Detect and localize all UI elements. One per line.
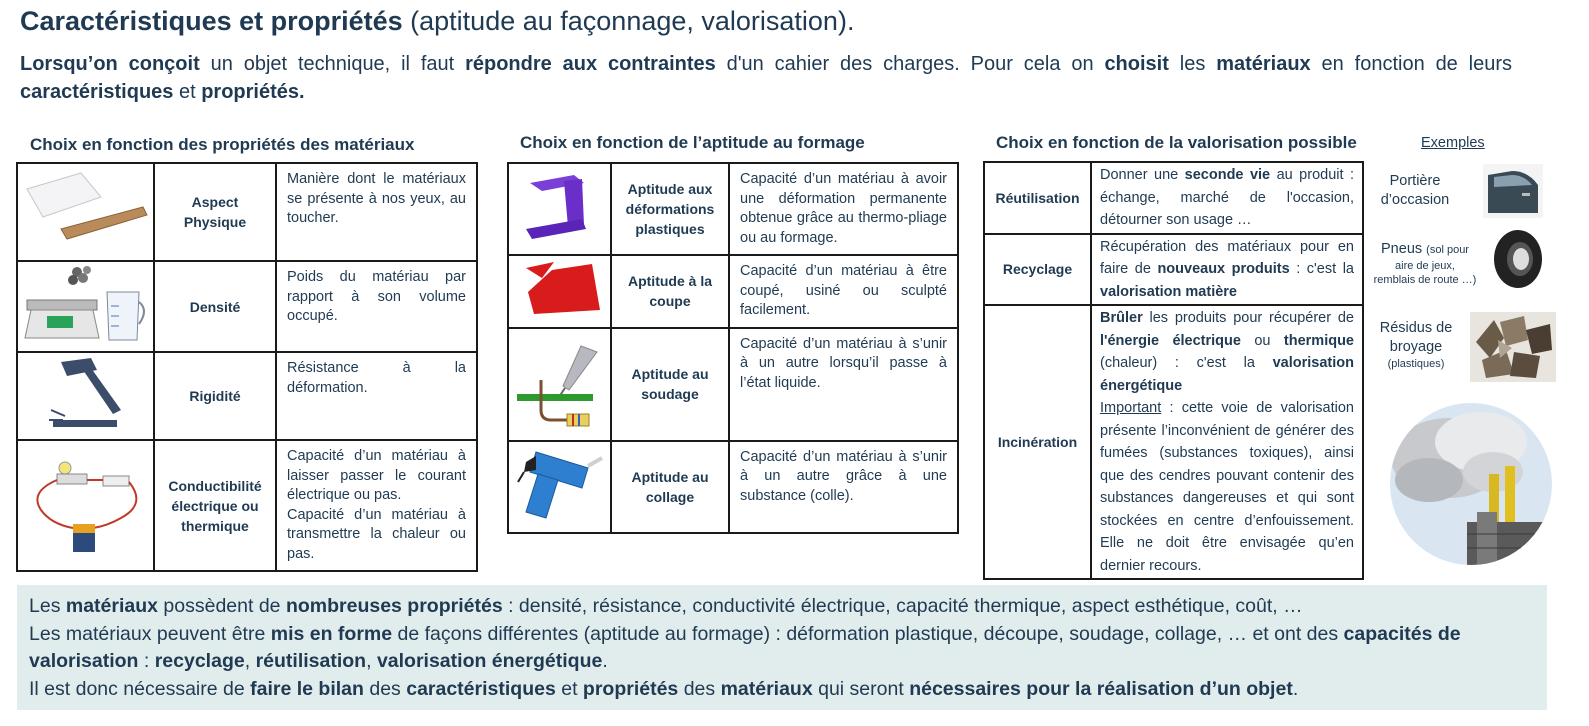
table-row: Conductibilité électrique ou thermique C… bbox=[16, 439, 478, 572]
row-description: Capacité d’un matériau à laisser passer … bbox=[275, 439, 478, 572]
summary-box: Les matériaux possèdent de nombreuses pr… bbox=[17, 585, 1547, 710]
row-description: Donner une seconde vie au produit : écha… bbox=[1090, 161, 1364, 235]
table-row: Aptitude aux déformations plastiques Cap… bbox=[507, 162, 959, 256]
row-label: Réutilisation bbox=[983, 161, 1092, 235]
table-row: Aptitude au soudage Capacité d’un matéri… bbox=[507, 326, 959, 442]
summary-line: Il est donc nécessaire de faire le bilan… bbox=[29, 677, 1299, 700]
row-label: Rigidité bbox=[153, 351, 277, 441]
tire-icon bbox=[1490, 228, 1546, 295]
forming-table: Aptitude aux déformations plastiques Cap… bbox=[507, 162, 959, 534]
properties-title: Choix en fonction des propriétés des mat… bbox=[30, 135, 415, 154]
soldering-icon bbox=[507, 326, 612, 442]
circuit-icon bbox=[16, 439, 155, 572]
row-description: Récupération des matériaux pour en faire… bbox=[1090, 232, 1364, 306]
incinerator-smoke-icon bbox=[1389, 402, 1553, 571]
row-label: Aptitude à la coupe bbox=[610, 254, 730, 329]
car-door-icon bbox=[1482, 163, 1544, 224]
table-row: Rigidité Résistance à la déformation. bbox=[16, 351, 478, 441]
table-row: Aspect Physique Manière dont le matériau… bbox=[16, 162, 478, 262]
summary-line: Les matériaux possèdent de nombreuses pr… bbox=[29, 595, 1303, 617]
row-label: Aptitude au collage bbox=[610, 439, 730, 534]
row-description: Capacité d’un matériau à être coupé, usi… bbox=[728, 254, 959, 329]
row-description: Manière dont le matériaux se présente à … bbox=[275, 162, 478, 262]
table-row: Incinération Brûler les produits pour ré… bbox=[983, 304, 1364, 580]
row-description: Poids du matériau par rapport à son volu… bbox=[275, 260, 478, 353]
row-description: Brûler les produits pour récupérer de l'… bbox=[1090, 304, 1364, 580]
row-description: Capacité d’un matériau à s’unir à un aut… bbox=[728, 439, 959, 534]
intro-paragraph: Lorsqu’on conçoit un objet technique, il… bbox=[20, 53, 1513, 103]
page-title: Caractéristiques et propriétés (aptitude… bbox=[20, 6, 855, 36]
cut-piece-icon bbox=[507, 254, 612, 329]
material-samples-icon bbox=[16, 162, 155, 262]
row-label: Incinération bbox=[983, 304, 1092, 580]
row-label: Aptitude au soudage bbox=[610, 326, 730, 442]
glue-gun-icon bbox=[507, 439, 612, 534]
table-row: Recyclage Récupération des matériaux pou… bbox=[983, 232, 1364, 306]
shredded-residue-icon bbox=[1470, 312, 1556, 387]
example-caption-tire: Pneus (sol pour aire de jeux, remblais d… bbox=[1373, 241, 1477, 286]
row-label: Aptitude aux déformations plastiques bbox=[610, 162, 730, 256]
example-caption-residue: Résidus de broyage (plastiques) bbox=[1379, 320, 1453, 370]
row-label: Conductibilité électrique ou thermique bbox=[153, 439, 277, 572]
forming-title: Choix en fonction de l’aptitude au forma… bbox=[520, 133, 865, 152]
table-row: Aptitude à la coupe Capacité d’un matéri… bbox=[507, 254, 959, 329]
valorisation-table: Réutilisation Donner une seconde vie au … bbox=[983, 161, 1364, 580]
properties-table: Aspect Physique Manière dont le matériau… bbox=[16, 162, 478, 572]
hammer-icon bbox=[16, 351, 155, 441]
table-row: Densité Poids du matériau par rapport à … bbox=[16, 260, 478, 353]
scale-icon bbox=[16, 260, 155, 353]
row-description: Résistance à la déformation. bbox=[275, 351, 478, 441]
example-caption-car-door: Portière d’occasion bbox=[1380, 173, 1450, 208]
row-description: Capacité d’un matériau à avoir une défor… bbox=[728, 162, 959, 256]
table-row: Réutilisation Donner une seconde vie au … bbox=[983, 161, 1364, 235]
row-label: Recyclage bbox=[983, 232, 1092, 306]
bent-plastic-icon bbox=[507, 162, 612, 256]
table-row: Aptitude au collage Capacité d’un matéri… bbox=[507, 439, 959, 534]
summary-line: Les matériaux peuvent être mis en forme … bbox=[29, 622, 1461, 673]
examples-title: Exemples bbox=[1421, 135, 1485, 151]
row-description: Capacité d’un matériau à s’unir à un aut… bbox=[728, 326, 959, 442]
row-label: Densité bbox=[153, 260, 277, 353]
row-label: Aspect Physique bbox=[153, 162, 277, 262]
valorisation-title: Choix en fonction de la valorisation pos… bbox=[996, 133, 1357, 152]
